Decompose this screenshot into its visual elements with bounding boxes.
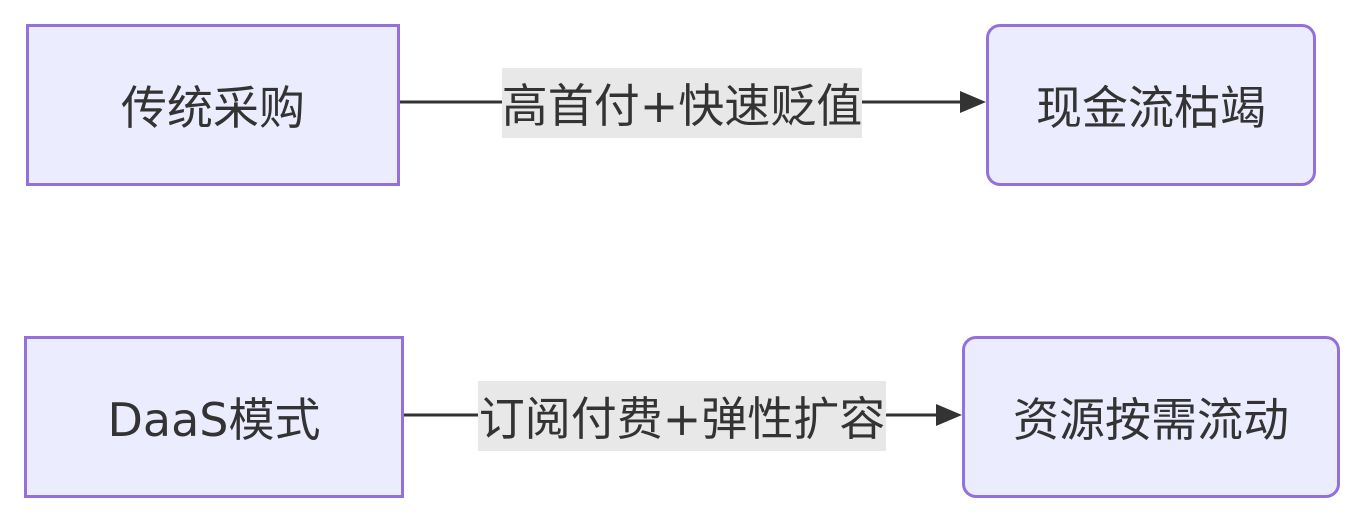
edge-label-traditional-to-cashflow: 高首付+快速贬值 xyxy=(502,68,862,138)
node-daas-model: DaaS模式 xyxy=(24,336,404,498)
edge-label-daas-to-resources: 订阅付费+弹性扩容 xyxy=(478,381,886,451)
node-resources-on-demand: 资源按需流动 xyxy=(962,336,1340,498)
node-label: 传统采购 xyxy=(121,81,305,135)
edge-label-text: 高首付+快速贬值 xyxy=(501,79,863,133)
node-label: 现金流枯竭 xyxy=(1036,81,1266,135)
node-label: DaaS模式 xyxy=(107,393,321,447)
edge-label-text: 订阅付费+弹性扩容 xyxy=(478,392,886,446)
node-traditional-purchase: 传统采购 xyxy=(26,24,400,186)
arrowhead-traditional-to-cashflow xyxy=(960,91,986,113)
arrowhead-daas-to-resources xyxy=(936,404,962,426)
node-cashflow-depleted: 现金流枯竭 xyxy=(986,24,1316,186)
node-label: 资源按需流动 xyxy=(1013,393,1289,447)
